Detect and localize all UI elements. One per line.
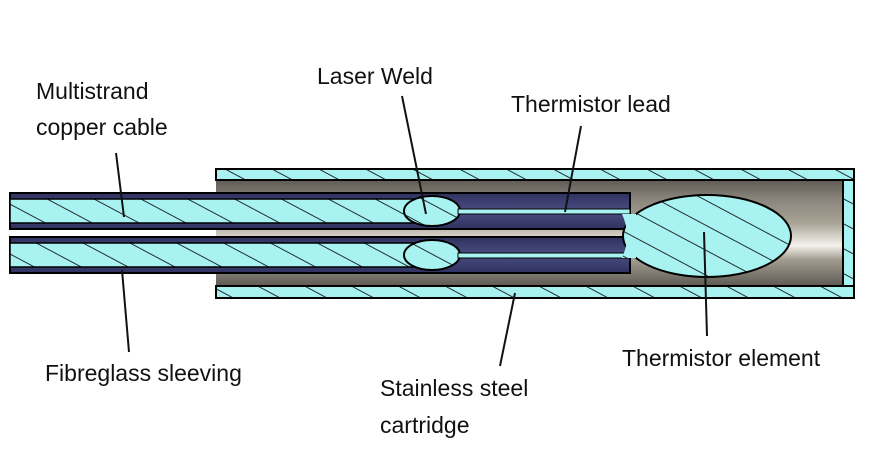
copper-cable-upper [9,192,631,230]
leader-multistrand [115,152,125,218]
leader-stainless [499,292,516,367]
thermistor-lead-upper [457,208,631,215]
leader-thermistor-element [703,231,708,337]
label-multistrand-line2: copper cable [36,114,168,140]
laser-weld-lower [403,239,461,271]
label-thermistor-element: Thermistor element [622,345,821,371]
copper-cable-lower [9,236,631,274]
label-thermistor-lead: Thermistor lead [511,91,671,117]
label-stainless-line2: cartridge [380,412,469,438]
thermistor-lead-lower [457,252,631,259]
copper-core-lower [9,242,431,268]
thermistor-element [622,194,792,278]
label-multistrand-line1: Multistrand [36,78,148,104]
label-laser-weld: Laser Weld [317,63,433,89]
leader-thermistor-lead [564,125,582,213]
laser-weld-upper [403,195,461,227]
cartridge-end-cap [842,179,855,287]
label-stainless-line1: Stainless steel [380,375,528,401]
label-fibreglass-sleeving: Fibreglass sleeving [45,360,242,386]
thermistor-element-neck [622,214,636,258]
leader-laser-weld [401,95,427,215]
cartridge-bottom-wall [215,285,855,299]
cartridge-top-wall [215,168,855,181]
copper-core-upper [9,198,431,224]
leader-fibreglass [121,269,130,353]
